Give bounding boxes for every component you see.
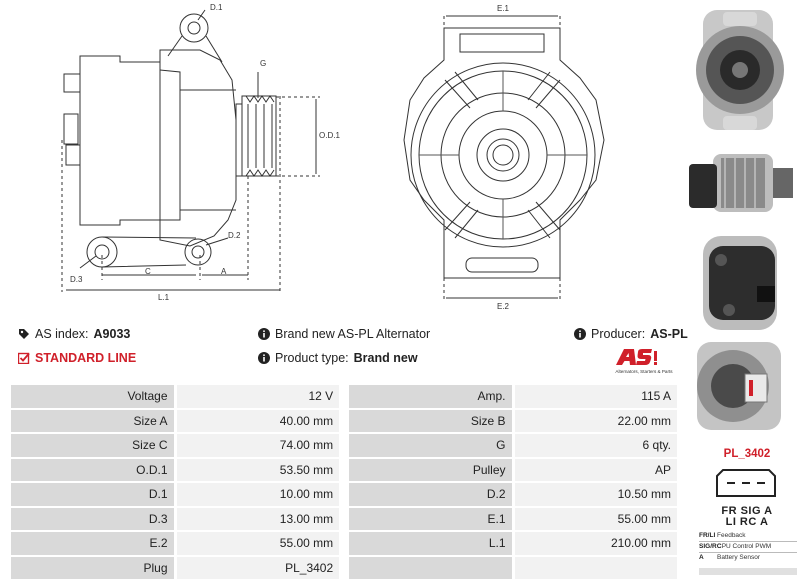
spec-label: O.D.1 bbox=[11, 458, 174, 481]
label-a: A bbox=[221, 267, 227, 276]
spec-value: 22.00 mm bbox=[514, 409, 677, 432]
spec-value: 6 qty. bbox=[514, 434, 677, 457]
legend-row: A Battery Sensor bbox=[699, 554, 797, 562]
spec-value: 210.00 mm bbox=[514, 532, 677, 555]
product-photos bbox=[683, 0, 800, 585]
producer-value: AS-PL bbox=[650, 327, 688, 341]
spec-value: AP bbox=[514, 458, 677, 481]
legend-row: FR/LI Feedback bbox=[699, 532, 797, 540]
info-icon bbox=[574, 328, 586, 340]
alternator-front-view bbox=[403, 15, 605, 300]
legend-value: CPU Control PWM bbox=[717, 543, 772, 550]
logo-tagline: Alternators, Starters & Parts bbox=[615, 369, 673, 374]
tag-icon bbox=[18, 328, 30, 340]
spec-label: Size C bbox=[11, 434, 174, 457]
photo-rear bbox=[703, 236, 777, 330]
spec-value: 12 V bbox=[176, 385, 340, 408]
producer-label: Producer: bbox=[591, 327, 646, 341]
alternator-side-view bbox=[61, 9, 320, 292]
label-d2: D.2 bbox=[228, 231, 241, 240]
front-view-labels: E.1 E.2 bbox=[497, 4, 510, 311]
table-row: Size A 40.00 mm Size B 22.00 mm bbox=[11, 409, 677, 432]
table-row: Size C 74.00 mm G 6 qty. bbox=[11, 434, 677, 457]
spec-label: Size B bbox=[349, 409, 512, 432]
info-row-2: STANDARD LINE Product type: Brand new bbox=[0, 351, 680, 373]
spec-value: PL_3402 bbox=[176, 556, 340, 579]
label-od1: O.D.1 bbox=[319, 131, 340, 140]
legend-key: A bbox=[699, 554, 704, 561]
standard-line-text: STANDARD LINE bbox=[35, 351, 137, 365]
spec-label: Pulley bbox=[349, 458, 512, 481]
as-pl-logo: Alternators, Starters & Parts bbox=[615, 349, 673, 374]
as-index-value: A9033 bbox=[93, 327, 131, 341]
spec-label bbox=[349, 556, 512, 579]
legend-value: Battery Sensor bbox=[717, 554, 760, 561]
technical-drawing-area: D.1 G O.D.1 D.2 D.3 C A L.1 bbox=[0, 0, 680, 320]
spec-table: Voltage 12 V Amp. 115 A Size A 40.00 mm … bbox=[8, 383, 680, 581]
info-icon bbox=[258, 328, 270, 340]
spec-value: 115 A bbox=[514, 385, 677, 408]
standard-line: STANDARD LINE bbox=[18, 351, 136, 365]
spec-label: Voltage bbox=[11, 385, 174, 408]
spec-value: 55.00 mm bbox=[514, 507, 677, 530]
description: Brand new AS-PL Alternator bbox=[258, 327, 430, 341]
label-d3: D.3 bbox=[70, 275, 83, 284]
photo-front bbox=[696, 10, 784, 130]
producer: Producer: AS-PL bbox=[574, 327, 688, 341]
product-type: Product type: Brand new bbox=[258, 351, 418, 365]
info-icon bbox=[258, 352, 270, 364]
label-l1: L.1 bbox=[158, 293, 170, 302]
plug-pins-top: FR SIG A bbox=[721, 505, 773, 517]
description-text: Brand new AS-PL Alternator bbox=[275, 327, 431, 341]
photo-angle bbox=[697, 342, 781, 430]
product-type-label: Product type: bbox=[275, 351, 349, 365]
spec-label: D.3 bbox=[11, 507, 174, 530]
spec-value: 13.00 mm bbox=[176, 507, 340, 530]
spec-label: G bbox=[349, 434, 512, 457]
spec-value: 40.00 mm bbox=[176, 409, 340, 432]
info-row-1: AS index: A9033 Brand new AS-PL Alternat… bbox=[0, 327, 688, 349]
spec-label: Amp. bbox=[349, 385, 512, 408]
label-d1: D.1 bbox=[210, 3, 223, 12]
spec-label: D.2 bbox=[349, 483, 512, 506]
plug-legend: FR/LI Feedback SIG/RC CPU Control PWM A … bbox=[699, 532, 797, 575]
checkbox-icon bbox=[18, 352, 30, 364]
product-type-value: Brand new bbox=[353, 351, 418, 365]
label-c: C bbox=[145, 267, 151, 276]
spec-label: E.2 bbox=[11, 532, 174, 555]
table-row: O.D.1 53.50 mm Pulley AP bbox=[11, 458, 677, 481]
table-row: E.2 55.00 mm L.1 210.00 mm bbox=[11, 532, 677, 555]
spec-value: 53.50 mm bbox=[176, 458, 340, 481]
legend-row: SIG/RC CPU Control PWM bbox=[699, 543, 797, 551]
plug-pins-bottom: LI RC A bbox=[725, 516, 769, 528]
spec-label: E.1 bbox=[349, 507, 512, 530]
spec-label: Size A bbox=[11, 409, 174, 432]
table-row: Plug PL_3402 bbox=[11, 556, 677, 579]
table-row: D.3 13.00 mm E.1 55.00 mm bbox=[11, 507, 677, 530]
plug-panel: PL_3402 FR SIG A LI RC A FR/LI Feedback … bbox=[697, 448, 797, 583]
as-index: AS index: A9033 bbox=[18, 327, 130, 341]
plug-title: PL_3402 bbox=[723, 448, 771, 460]
spec-value: 10.00 mm bbox=[176, 483, 340, 506]
legend-value: Feedback bbox=[717, 532, 746, 539]
as-index-label: AS index: bbox=[35, 327, 89, 341]
spec-label: D.1 bbox=[11, 483, 174, 506]
label-g: G bbox=[260, 59, 266, 68]
spec-value: 74.00 mm bbox=[176, 434, 340, 457]
spec-value: 55.00 mm bbox=[176, 532, 340, 555]
spec-label: Plug bbox=[11, 556, 174, 579]
label-e2: E.2 bbox=[497, 302, 510, 311]
spec-label: L.1 bbox=[349, 532, 512, 555]
table-row: Voltage 12 V Amp. 115 A bbox=[11, 385, 677, 408]
side-view-labels: D.1 G O.D.1 D.2 D.3 C A L.1 bbox=[70, 3, 340, 302]
photo-side bbox=[689, 154, 793, 212]
legend-key: FR/LI bbox=[699, 532, 716, 539]
plug-connector-diagram bbox=[716, 469, 776, 497]
spec-value: 10.50 mm bbox=[514, 483, 677, 506]
table-row: D.1 10.00 mm D.2 10.50 mm bbox=[11, 483, 677, 506]
legend-key: SIG/RC bbox=[699, 543, 722, 550]
side-view-drawing: D.1 G O.D.1 D.2 D.3 C A L.1 bbox=[61, 3, 605, 311]
spec-value bbox=[514, 556, 677, 579]
label-e1: E.1 bbox=[497, 4, 510, 13]
